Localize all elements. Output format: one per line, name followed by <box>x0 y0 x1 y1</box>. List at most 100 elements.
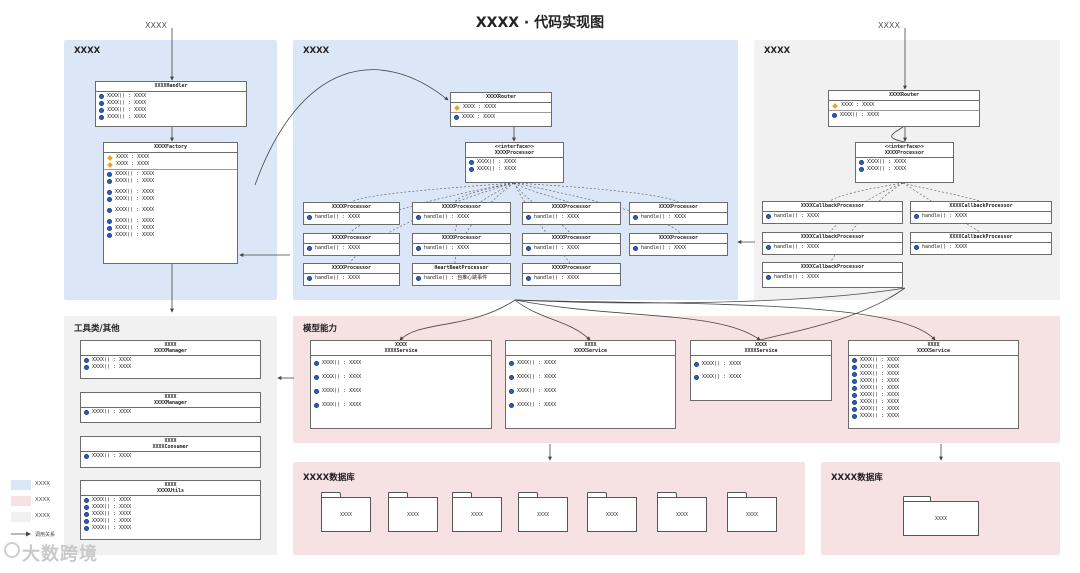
method-row: handle() : XXXX <box>307 245 396 252</box>
method-row: XXXX() : XXXX <box>84 497 257 504</box>
database-folder-icon: XXXX <box>903 496 979 536</box>
service-class: XXXX XXXXService XXXX() : XXXX XXXX() : … <box>310 340 492 429</box>
method-icon <box>314 361 319 366</box>
router-mid-name: XXXXRouter <box>451 93 551 103</box>
method-row: handle() : XXXX <box>766 244 899 251</box>
method-icon <box>314 403 319 408</box>
field-text: XXXX : XXXX <box>841 102 875 108</box>
method-text: XXXX() : XXXX <box>115 196 155 202</box>
router-mid-methods: XXXX : XXXX <box>451 113 551 122</box>
method-text: XXXX() : XXXX <box>92 511 132 517</box>
method-icon <box>107 219 112 224</box>
method-row: handle() : XXXX <box>633 214 724 221</box>
method-icon <box>99 108 104 113</box>
service-line1: XXXX <box>927 342 940 348</box>
service-name: XXXXService <box>384 348 418 354</box>
method-text: XXXX() : XXXX <box>322 360 362 366</box>
factory-class: XXXXFactory XXXX : XXXX XXXX : XXXX XXXX… <box>103 142 238 264</box>
method-icon <box>84 410 89 415</box>
method-icon <box>307 246 312 251</box>
method-icon <box>107 190 112 195</box>
method-text: XXXX : XXXX <box>462 114 496 120</box>
iface-right-name: XXXXProcessor <box>884 150 925 156</box>
tool-methods: XXXX() : XXXX <box>81 408 260 417</box>
method-row: XXXX() : XXXX <box>84 525 257 532</box>
processor-methods: handle() : XXXX <box>630 213 727 222</box>
processor-class: XXXXProcessor handle() : XXXX <box>303 202 400 225</box>
method-icon <box>99 115 104 120</box>
method-row: XXXX() : XXXX <box>107 207 234 214</box>
method-icon <box>107 172 112 177</box>
method-text: handle() : XXXX <box>641 214 687 220</box>
router-right-fields: XXXX : XXXX <box>829 101 979 111</box>
method-icon <box>416 276 421 281</box>
folder-label: XXXX <box>321 497 371 532</box>
processor-methods: handle() : XXXX <box>523 244 620 253</box>
method-row: XXXX() : XXXX <box>99 107 243 114</box>
method-row: handle() : XXXX <box>633 245 724 252</box>
method-row: handle() : XXXX <box>526 214 617 221</box>
callback-processor-class: XXXXCallbackProcessor handle() : XXXX <box>910 232 1052 255</box>
tool-methods: XXXX() : XXXX XXXX() : XXXX XXXX() : XXX… <box>81 496 260 533</box>
method-text: handle() : 自推心跳事件 <box>424 275 488 281</box>
method-text: XXXX() : XXXX <box>107 93 147 99</box>
processor-methods: handle() : XXXX <box>304 274 399 283</box>
method-text: handle() : XXXX <box>774 274 820 280</box>
method-text: XXXX() : XXXX <box>702 361 742 367</box>
handler-methods: XXXX() : XXXX XXXX() : XXXX XXXX() : XXX… <box>96 92 246 122</box>
method-text: handle() : XXXX <box>424 214 470 220</box>
tool-line1: XXXX <box>164 342 177 348</box>
method-icon <box>107 197 112 202</box>
service-class: XXXX XXXXService XXXX() : XXXX XXXX() : … <box>690 340 832 401</box>
service-name: XXXXService <box>744 348 778 354</box>
service-head: XXXX XXXXService <box>849 341 1018 356</box>
method-row: XXXX() : XXXX <box>99 93 243 100</box>
folder-label: XXXX <box>518 497 568 532</box>
method-icon <box>633 246 638 251</box>
processor-methods: handle() : XXXX <box>304 213 399 222</box>
method-icon <box>107 208 112 213</box>
entry-label-left: XXXX <box>145 21 167 30</box>
method-icon <box>859 167 864 172</box>
iface-right-methods: XXXX() : XXXX XXXX() : XXXX <box>856 158 953 174</box>
legend-swatch-gray <box>11 512 31 522</box>
method-icon <box>852 386 857 391</box>
service-methods: XXXX() : XXXX XXXX() : XXXX XXXX() : XXX… <box>849 356 1018 421</box>
method-row: handle() : XXXX <box>416 245 507 252</box>
handler-class-name: XXXXHandler <box>96 82 246 92</box>
field-icon <box>107 161 113 168</box>
method-row: XXXX() : XXXX <box>509 374 672 381</box>
method-text: handle() : XXXX <box>315 245 361 251</box>
method-icon <box>852 414 857 419</box>
method-row: XXXX() : XXXX <box>84 364 257 371</box>
service-line1: XXXX <box>584 342 597 348</box>
method-text: XXXX() : XXXX <box>322 402 362 408</box>
method-row: handle() : XXXX <box>526 245 617 252</box>
method-row: handle() : XXXX <box>526 275 617 282</box>
region-tools-title: 工具类/其他 <box>74 324 120 334</box>
factory-class-name: XXXXFactory <box>104 143 237 153</box>
method-row: XXXX() : XXXX <box>99 114 243 121</box>
tool-head: XXXX XXXXUtils <box>81 481 260 496</box>
method-row: XXXX() : XXXX <box>107 178 234 185</box>
folder-label: XXXX <box>903 501 979 536</box>
method-text: handle() : XXXX <box>534 245 580 251</box>
router-right-name: XXXXRouter <box>829 91 979 101</box>
method-row: XXXX() : XXXX <box>107 189 234 196</box>
method-icon <box>84 505 89 510</box>
method-icon <box>509 403 514 408</box>
iface-mid-methods: XXXX() : XXXX XXXX() : XXXX <box>466 158 563 174</box>
heartbeat-processor-class: HeartBeatProcessor handle() : 自推心跳事件 <box>412 263 511 286</box>
method-text: XXXX() : XXXX <box>92 525 132 531</box>
method-icon <box>852 393 857 398</box>
method-icon <box>84 365 89 370</box>
processor-name: XXXXProcessor <box>413 203 510 213</box>
method-icon <box>107 179 112 184</box>
method-icon <box>416 215 421 220</box>
region-db-left-title: XXXX数据库 <box>303 473 355 483</box>
region-model-title: 模型能力 <box>303 324 338 334</box>
service-head: XXXX XXXXService <box>506 341 675 356</box>
tool-line1: XXXX <box>164 394 177 400</box>
method-row: XXXX() : XXXX <box>469 159 560 166</box>
service-line1: XXXX <box>754 342 768 348</box>
